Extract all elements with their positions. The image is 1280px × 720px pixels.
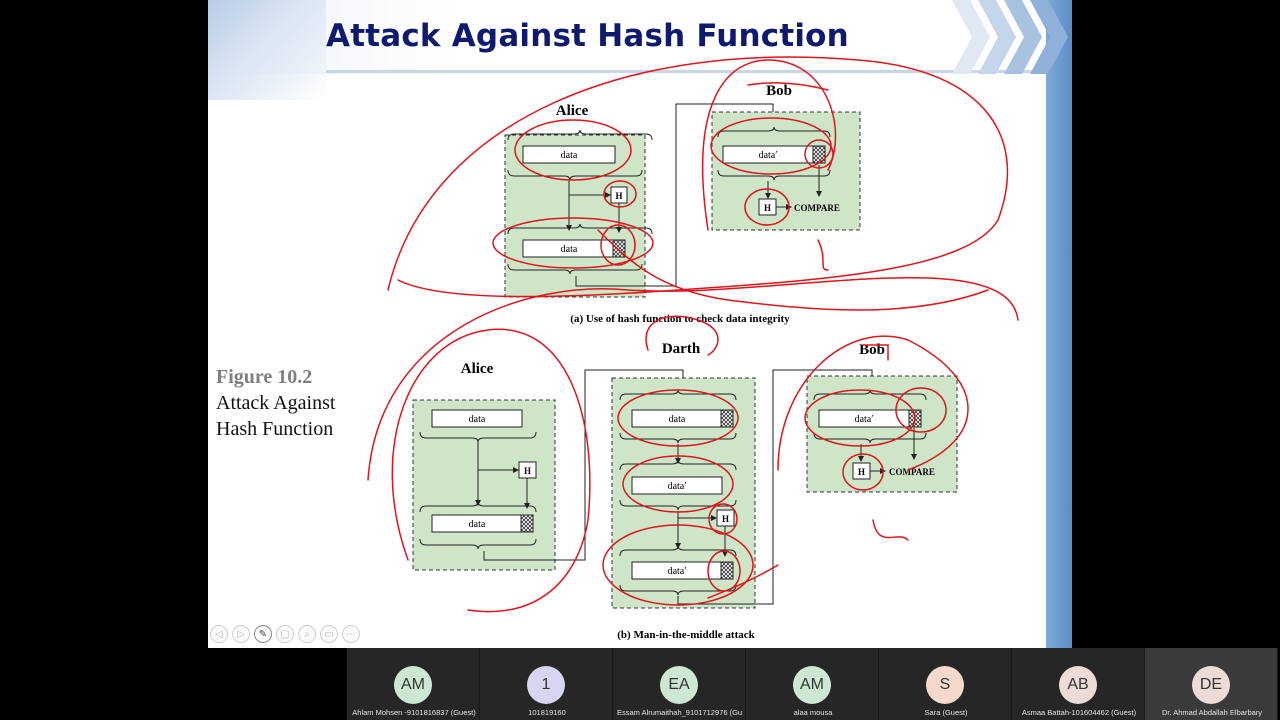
data-prime-label: data′ <box>668 481 687 492</box>
participant-name: 101819160 <box>528 708 566 717</box>
participant-name: Dr. Ahmad Abdallah Elbarbary <box>1161 708 1263 717</box>
participant-name: Essam Alrumaithah_9101712976 (Gu... <box>617 708 743 717</box>
hash-value-cell <box>720 561 734 580</box>
alice-label-a: Alice <box>556 103 589 119</box>
data-field-label: data <box>561 244 578 255</box>
participant-tile[interactable]: AM Ahlam Mohsen -9101816837 (Guest) <box>347 648 480 720</box>
darth-label: Darth <box>662 341 701 357</box>
hash-function-label: H <box>764 203 771 213</box>
data-field <box>431 409 523 428</box>
subtitles-icon[interactable]: ▭ <box>320 625 338 643</box>
slide-nav-toolbar: ◁ ▷ ✎ ▢ ⌕ ▭ ⋯ <box>210 625 360 645</box>
avatar: DE <box>1192 666 1230 704</box>
slides-icon[interactable]: ▢ <box>276 625 294 643</box>
data-field-label: data <box>561 150 578 161</box>
figure-number: Figure 10.2 <box>216 366 313 388</box>
avatar: S <box>926 666 964 704</box>
data-field-label: data <box>469 519 486 530</box>
avatar: AM <box>793 666 831 704</box>
channel-line <box>575 103 776 287</box>
participant-name: Ahlam Mohsen -9101816837 (Guest) <box>352 708 476 717</box>
more-options-icon[interactable]: ⋯ <box>342 625 360 643</box>
hash-value-cell <box>520 514 534 533</box>
diagram-b-caption: (b) Man-in-the-middle attack <box>617 629 755 641</box>
data-prime-label: data′ <box>855 414 874 425</box>
previous-slide-icon[interactable]: ◁ <box>210 625 228 643</box>
figure-caption: Figure 10.2 Attack Against Hash Function <box>216 364 335 442</box>
slide-header-band <box>208 0 1072 74</box>
participant-tile[interactable]: 1 101819160 <box>480 648 613 720</box>
pen-tool-icon[interactable]: ✎ <box>254 625 272 643</box>
compare-label: COMPARE <box>889 467 935 477</box>
participant-tile[interactable]: DE Dr. Ahmad Abdallah Elbarbary <box>1145 648 1278 720</box>
data-field-label: data <box>469 414 486 425</box>
participant-tile[interactable]: S Sara (Guest) <box>879 648 1012 720</box>
participant-name: Asmaa Battah-101604462 (Guest) <box>1021 708 1137 717</box>
hash-function-label: H <box>722 514 729 524</box>
figure-description-line: Hash Function <box>216 418 334 440</box>
hash-function-label: H <box>615 191 622 201</box>
hash-attack-diagram: Alice Bob data H data data′ H COMPARE (a… <box>367 56 1019 641</box>
data-prime-field <box>631 476 723 495</box>
data-prime-label: data′ <box>759 150 778 161</box>
participant-strip: AM Ahlam Mohsen -9101816837 (Guest) 1 10181… <box>347 648 1280 720</box>
participant-tile[interactable]: AM alaa mousa <box>746 648 879 720</box>
participant-name: alaa mousa <box>793 708 833 717</box>
participant-tile[interactable]: EA Essam Alrumaithah_9101712976 (Gu... <box>613 648 746 720</box>
header-chevron-decoration <box>952 0 1068 74</box>
alice-label-b: Alice <box>461 361 494 377</box>
header-rule <box>326 70 1046 73</box>
diagram-a-caption: (a) Use of hash function to check data i… <box>570 313 790 325</box>
channel-line <box>677 369 875 605</box>
participant-tile[interactable]: AB Asmaa Battah-101604462 (Guest) <box>1012 648 1145 720</box>
header-decoration <box>208 0 326 100</box>
bob-label-a: Bob <box>766 83 792 99</box>
pen-annotations <box>367 56 1019 613</box>
slide: Attack Against Hash Function Figure 10.2… <box>208 0 1072 648</box>
hash-value-cell <box>720 409 734 428</box>
alice-box-b <box>412 399 556 571</box>
participant-name: Sara (Guest) <box>924 708 968 717</box>
data-field-label: data <box>669 414 686 425</box>
zoom-icon[interactable]: ⌕ <box>298 625 316 643</box>
slide-side-bar <box>1046 0 1072 648</box>
hash-function-label: H <box>858 467 865 477</box>
channel-line <box>483 369 686 561</box>
figure-description-line: Attack Against <box>216 392 336 414</box>
compare-label: COMPARE <box>794 203 840 213</box>
data-prime-label: data′ <box>668 566 687 577</box>
avatar: EA <box>660 666 698 704</box>
avatar: AB <box>1059 666 1097 704</box>
bob-label-b: Bob <box>859 342 885 358</box>
slide-title: Attack Against Hash Function <box>326 18 849 54</box>
next-slide-icon[interactable]: ▷ <box>232 625 250 643</box>
data-field <box>522 145 616 164</box>
avatar: AM <box>394 666 432 704</box>
hash-function-label: H <box>524 466 531 476</box>
avatar: 1 <box>527 666 565 704</box>
figure-description: Attack Against Hash Function <box>216 390 335 442</box>
